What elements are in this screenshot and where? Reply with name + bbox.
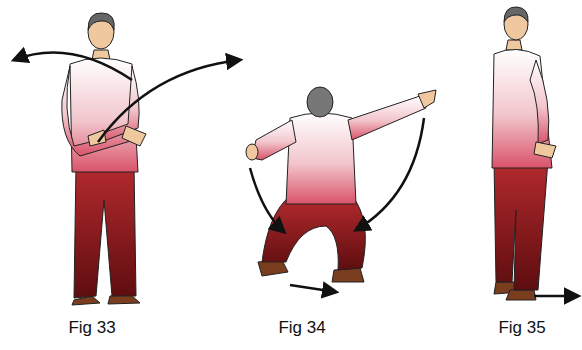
hair	[504, 7, 528, 22]
head	[307, 87, 333, 117]
hand	[88, 130, 106, 146]
neck	[506, 40, 522, 50]
motion-arrow	[98, 60, 240, 142]
hand	[246, 144, 258, 160]
trousers	[74, 165, 136, 298]
motion-arrow	[356, 118, 424, 230]
motion-arrow	[14, 52, 132, 80]
step-arrow	[534, 295, 578, 298]
motion-arrow	[250, 168, 284, 232]
hair	[88, 13, 114, 30]
figure-33	[14, 13, 240, 305]
hand	[534, 142, 556, 158]
step-arrow	[290, 285, 336, 292]
trousers	[494, 160, 548, 290]
arm	[530, 60, 549, 144]
shoe	[506, 290, 536, 300]
hand	[418, 90, 436, 108]
figure-caption: Fig 34	[278, 318, 325, 338]
figure-caption: Fig 35	[498, 318, 545, 338]
arm	[348, 96, 426, 140]
arm	[252, 120, 296, 160]
figure-caption: Fig 33	[68, 318, 115, 338]
arm	[62, 66, 134, 156]
hand	[122, 126, 146, 146]
trousers	[262, 196, 365, 270]
figure-34	[246, 87, 436, 292]
shirt	[286, 113, 356, 204]
shoe	[332, 268, 364, 282]
figure-35	[492, 7, 578, 300]
